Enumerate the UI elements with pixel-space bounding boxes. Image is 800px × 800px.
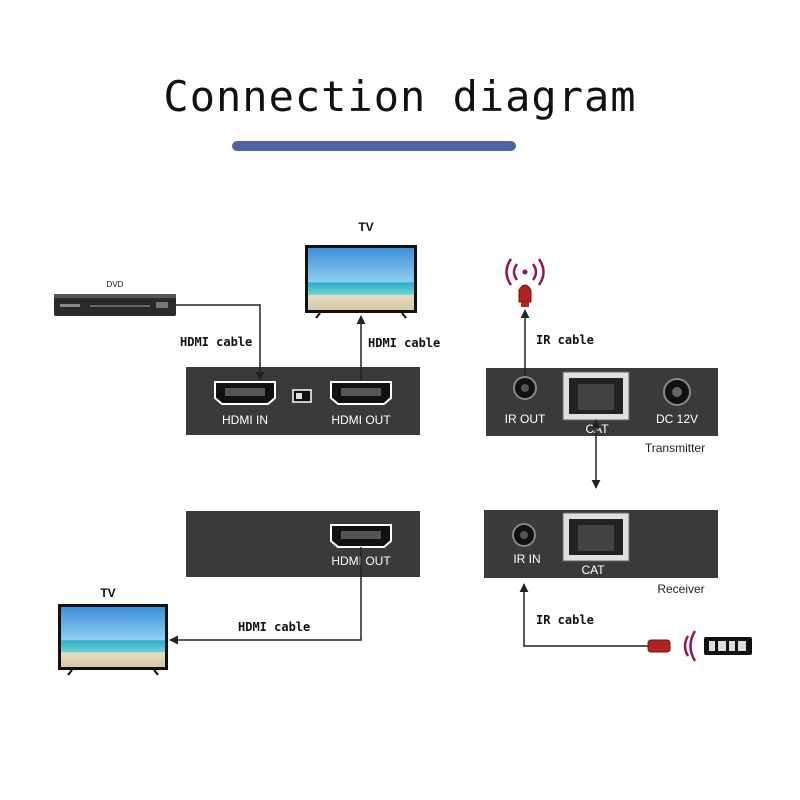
cat-tx-label: CAT bbox=[585, 422, 609, 436]
ir-cable-label-2: IR cable bbox=[536, 613, 594, 627]
hdmi-cable-label-3: HDMI cable bbox=[238, 620, 310, 634]
ir-out-label: IR OUT bbox=[505, 412, 546, 426]
remote-control-icon bbox=[704, 637, 752, 655]
dvd-label: DVD bbox=[107, 280, 124, 289]
title-underline bbox=[232, 141, 516, 151]
tv-bottom-label: TV bbox=[100, 586, 115, 600]
tv-bottom bbox=[58, 604, 168, 676]
hdmi-cable-rx-tv bbox=[169, 547, 362, 645]
ir-in-label: IR IN bbox=[513, 552, 540, 566]
transmitter-label: Transmitter bbox=[645, 441, 705, 455]
cat-receiver-box bbox=[484, 510, 718, 578]
hdmi-cable-label-2: HDMI cable bbox=[368, 336, 440, 350]
hdmi-receiver-box bbox=[186, 511, 420, 577]
ir-receiver-icon bbox=[647, 639, 671, 653]
signal-waves-icon-bottom bbox=[683, 630, 697, 662]
ir-emitter-icon bbox=[518, 284, 532, 307]
receiver-label: Receiver bbox=[657, 582, 704, 596]
ir-cable-label-1: IR cable bbox=[536, 333, 594, 347]
dvd-player bbox=[54, 294, 176, 316]
ir-cable-in bbox=[519, 583, 648, 647]
hdmi-cable-label-1: HDMI cable bbox=[180, 335, 252, 349]
signal-waves-icon-top bbox=[505, 258, 545, 286]
cat-rx-label: CAT bbox=[581, 563, 605, 577]
dc-label: DC 12V bbox=[656, 412, 698, 426]
hdmi-transmitter-box bbox=[186, 367, 420, 435]
tv-top-label: TV bbox=[358, 220, 373, 234]
page-title: Connection diagram bbox=[163, 72, 637, 121]
hdmi-cable-dvd-in bbox=[176, 304, 265, 381]
tv-top bbox=[305, 245, 417, 319]
hdmi-in-label: HDMI IN bbox=[222, 413, 268, 427]
cat-transmitter-box bbox=[486, 368, 718, 436]
hdmi-out-tx-label: HDMI OUT bbox=[331, 413, 391, 427]
